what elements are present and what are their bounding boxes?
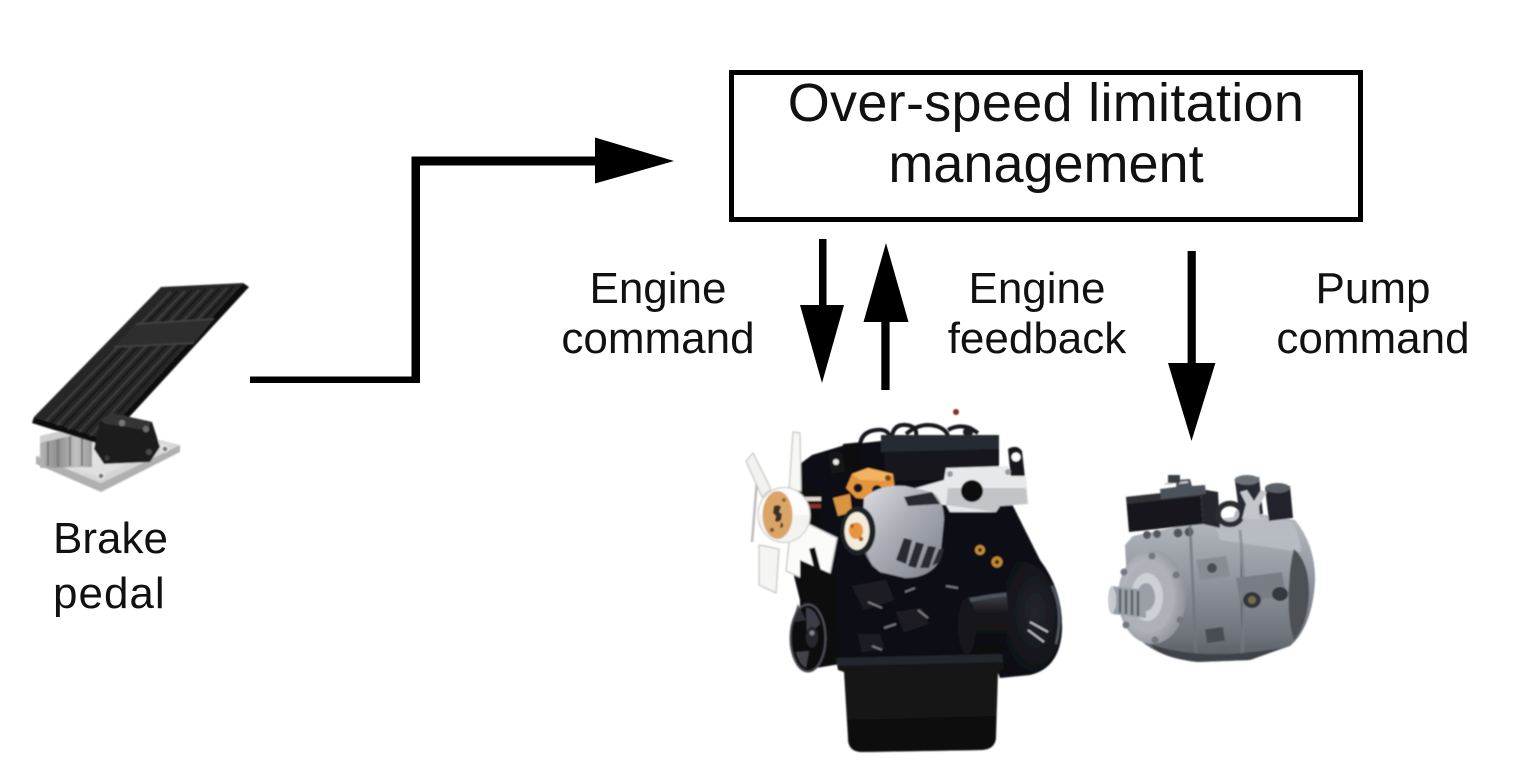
svg-text:Engine: Engine: [968, 264, 1105, 313]
svg-text:Brake: Brake: [53, 514, 168, 563]
svg-text:pedal: pedal: [53, 569, 166, 618]
svg-text:Pump: Pump: [1316, 264, 1431, 313]
svg-text:command: command: [561, 314, 754, 363]
svg-text:Engine: Engine: [589, 264, 726, 313]
svg-text:command: command: [1276, 314, 1469, 363]
svg-text:Over-speed limitation: Over-speed limitation: [788, 73, 1305, 133]
svg-text:feedback: feedback: [948, 314, 1128, 363]
svg-text:management: management: [888, 134, 1203, 194]
